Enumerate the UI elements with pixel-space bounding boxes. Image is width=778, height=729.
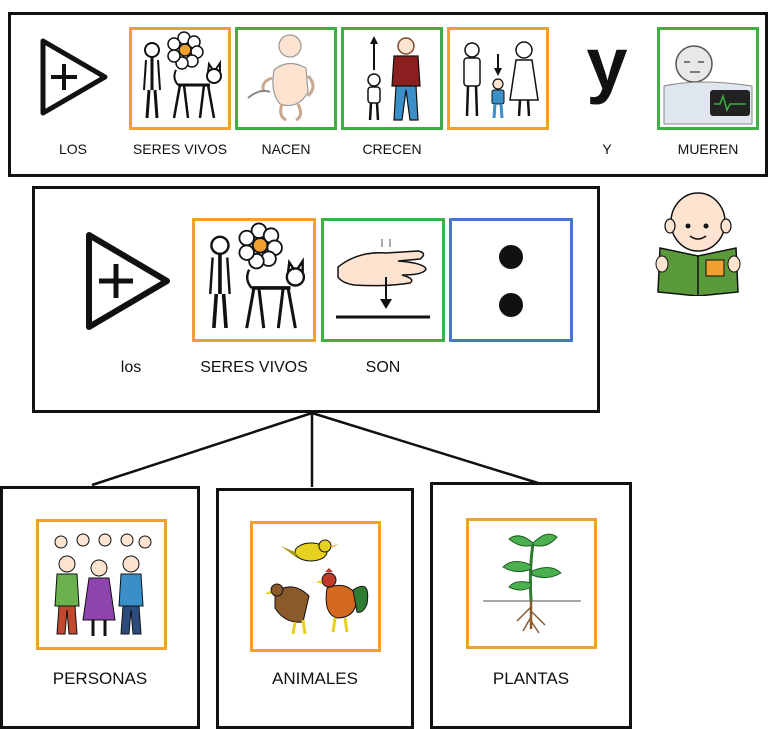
sentence-1-panel: LOS SERES VIVOS (8, 12, 768, 177)
word-los-2-label: los (120, 359, 142, 376)
baby-icon (247, 34, 315, 122)
word-y-label: Y (602, 141, 612, 157)
word-colon-card (449, 218, 573, 342)
word-nacen-card (235, 27, 337, 130)
growing-people-icon (367, 36, 421, 121)
category-animales-panel: ANIMALES (216, 488, 414, 729)
word-seres-vivos-2-label: SERES VIVOS (200, 359, 308, 376)
word-crecen-label: CRECEN (362, 141, 422, 157)
word-los-icon (33, 35, 111, 120)
dying-person-icon (663, 45, 753, 125)
person-flower-cat-icon (143, 31, 222, 119)
word-seres-vivos-label: SERES VIVOS (132, 141, 228, 157)
category-personas-card (36, 519, 167, 650)
category-plantas-card (466, 518, 597, 649)
reading-child (652, 192, 746, 296)
word-mueren-label: MUEREN (677, 141, 739, 157)
hand-down-icon (336, 239, 430, 319)
category-personas-label: PERSONAS (52, 669, 148, 688)
category-animales-label: ANIMALES (272, 669, 358, 688)
word-y-glyph: y (586, 22, 628, 105)
person-flower-cat-icon (208, 222, 306, 329)
word-los-label: LOS (58, 141, 87, 157)
word-crecen-card (341, 27, 443, 130)
category-plantas-label: PLANTAS (492, 669, 570, 688)
plus-triangle-icon (86, 232, 170, 330)
word-family-card (447, 27, 549, 130)
word-seres-vivos-2-card (192, 218, 316, 342)
colon-icon (499, 245, 523, 317)
word-los-2-icon (79, 229, 175, 333)
category-animales-card (250, 521, 381, 652)
word-seres-vivos-card (129, 27, 231, 130)
word-mueren-card (657, 27, 759, 130)
word-nacen-label: NACEN (261, 141, 311, 157)
word-son-label: SON (365, 359, 401, 376)
plant-icon (483, 533, 581, 634)
category-personas-panel: PERSONAS (0, 486, 200, 729)
word-son-card (321, 218, 445, 342)
plus-triangle-icon (40, 38, 108, 116)
birds-icon (265, 539, 369, 635)
people-group-icon (54, 533, 152, 636)
sentence-2-panel: los SERES VIVOS (32, 186, 600, 413)
category-plantas-panel: PLANTAS (430, 482, 632, 729)
family-icon (463, 41, 539, 119)
reading-child-icon (655, 192, 741, 296)
